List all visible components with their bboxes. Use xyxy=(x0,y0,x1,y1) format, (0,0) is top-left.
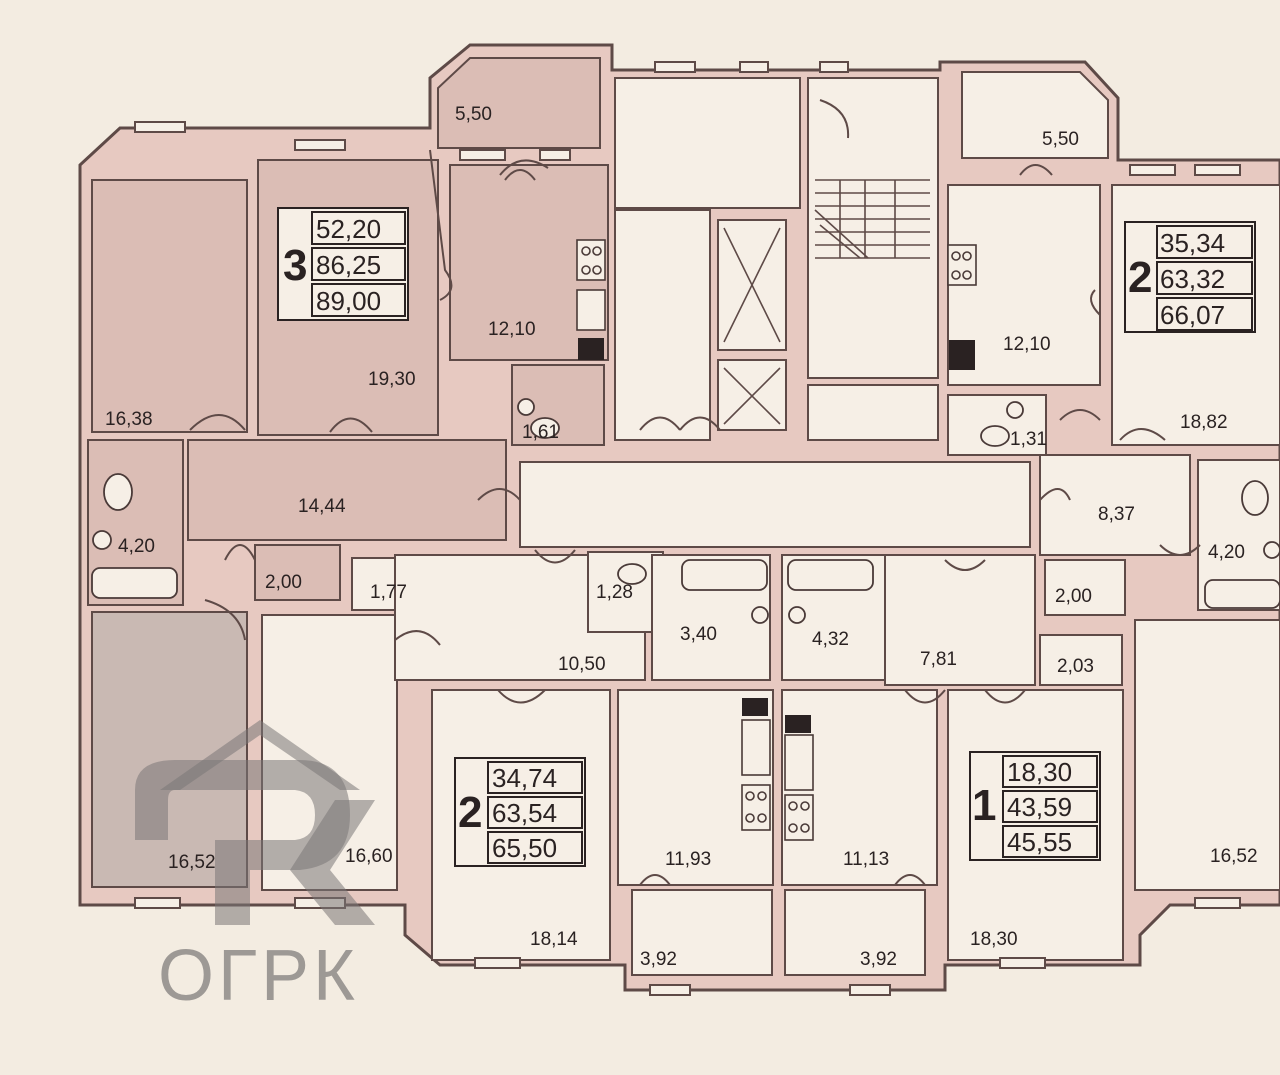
closet-2-00-right xyxy=(1044,559,1126,616)
core-left-block xyxy=(614,77,801,209)
area-label: 12,10 xyxy=(488,319,536,340)
area-label: 1,61 xyxy=(522,422,559,443)
hall-14-44 xyxy=(187,439,507,541)
area-label: 16,52 xyxy=(1210,846,1258,867)
area-label: 7,81 xyxy=(920,649,957,670)
apartment-living-area: 52,20 xyxy=(316,214,381,244)
area-label: 18,30 xyxy=(970,929,1018,950)
apartment-total-area: 63,54 xyxy=(492,798,557,828)
area-label: 1,77 xyxy=(370,582,407,603)
area-label: 3,92 xyxy=(640,949,677,970)
core-corridor xyxy=(519,461,1031,548)
apartment-full-area: 66,07 xyxy=(1160,300,1225,330)
fixtures xyxy=(91,398,1280,624)
area-label: 16,38 xyxy=(105,409,153,430)
area-label: 14,44 xyxy=(298,496,346,517)
apartment-full-area: 65,50 xyxy=(492,833,557,863)
apartment-badge-3room: 3 52,20 86,25 89,00 xyxy=(277,207,409,321)
area-label: 4,20 xyxy=(118,536,155,557)
staircase xyxy=(807,77,939,379)
loggia-right xyxy=(784,889,926,976)
area-label: 2,00 xyxy=(265,572,302,593)
area-label: 2,00 xyxy=(1055,586,1092,607)
apartment-rooms: 2 xyxy=(458,788,482,837)
closet-2-03 xyxy=(1039,634,1123,686)
area-label: 4,32 xyxy=(812,629,849,650)
area-label: 3,40 xyxy=(680,624,717,645)
area-label: 8,37 xyxy=(1098,504,1135,525)
area-label: 12,10 xyxy=(1003,334,1051,355)
apartment-rooms: 2 xyxy=(1128,253,1152,302)
apartment-living-area: 35,34 xyxy=(1160,228,1225,258)
area-label: 11,93 xyxy=(665,849,711,870)
hall-8-37 xyxy=(1039,454,1191,556)
area-label: 5,50 xyxy=(455,104,492,125)
apartment-total-area: 43,59 xyxy=(1007,792,1072,822)
area-label: 19,30 xyxy=(368,369,416,390)
loggia-left xyxy=(631,889,773,976)
area-label: 3,92 xyxy=(860,949,897,970)
apartment-full-area: 89,00 xyxy=(316,286,381,316)
closet-2-00-left xyxy=(254,544,341,601)
area-label: 16,52 xyxy=(168,852,216,873)
area-label: 16,60 xyxy=(345,846,393,867)
area-label: 11,13 xyxy=(843,849,889,870)
apartment-living-area: 34,74 xyxy=(492,763,557,793)
area-label: 18,82 xyxy=(1180,412,1228,433)
stair-steps xyxy=(814,179,930,259)
apartment-total-area: 63,32 xyxy=(1160,264,1225,294)
logo-p-mark xyxy=(135,760,350,925)
area-label: 2,03 xyxy=(1057,656,1094,677)
area-label: 4,20 xyxy=(1208,542,1245,563)
apartment-full-area: 45,55 xyxy=(1007,827,1072,857)
area-label: 10,50 xyxy=(558,654,606,675)
apartment-living-area: 18,30 xyxy=(1007,757,1072,787)
logo-k-mark xyxy=(290,800,375,925)
door-swings xyxy=(189,99,1201,886)
area-label: 1,28 xyxy=(596,582,633,603)
area-label: 18,14 xyxy=(530,929,578,950)
balcony-top-left xyxy=(437,57,601,149)
core-bottom xyxy=(807,384,939,441)
hall-7-81 xyxy=(884,554,1036,686)
apartment-badge-1room: 1 18,30 43,59 45,55 xyxy=(969,751,1101,861)
apartment-rooms: 3 xyxy=(283,241,307,290)
room-16-52-right xyxy=(1134,619,1280,891)
kitchen-stoves xyxy=(576,239,977,841)
balcony-top-right xyxy=(961,71,1109,159)
core-lobby-left xyxy=(614,209,711,441)
apartment-rooms: 1 xyxy=(972,781,996,830)
logo-text: ОГРК xyxy=(158,936,359,1016)
apartment-badge-2room-bottom: 2 34,74 63,54 65,50 xyxy=(454,757,586,867)
apartment-badge-2room-right: 2 35,34 63,32 66,07 xyxy=(1124,221,1256,333)
area-label: 1,31 xyxy=(1010,429,1047,450)
area-label: 5,50 xyxy=(1042,129,1079,150)
room-16-38 xyxy=(91,179,248,433)
apartment-total-area: 86,25 xyxy=(316,250,381,280)
room-area-labels: 5,50 5,50 16,38 19,30 12,10 1,61 14,44 4… xyxy=(105,104,1258,970)
ogrk-logo: ОГРК xyxy=(135,720,375,1016)
